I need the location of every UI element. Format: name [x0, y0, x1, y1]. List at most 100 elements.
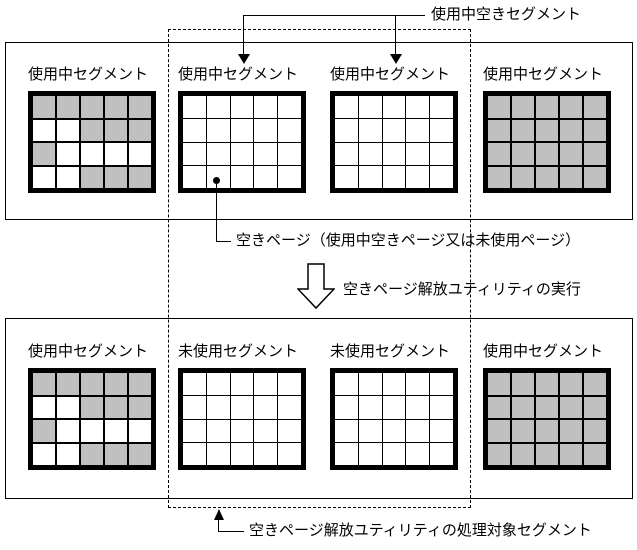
used-page-cell: [129, 96, 151, 118]
free-page-cell: [335, 442, 358, 465]
free-page-cell: [335, 373, 358, 396]
used-page-cell: [512, 396, 534, 418]
used-page-cell: [584, 96, 606, 118]
free-page-cell: [33, 443, 55, 465]
free-page-cell: [57, 166, 79, 188]
bottom-callout-line-v: [218, 518, 219, 532]
free-page-cell: [254, 119, 278, 142]
used-page-cell: [584, 396, 606, 418]
used-page-cell: [584, 143, 606, 165]
used-page-cell: [57, 96, 79, 118]
segment-label: 使用中セグメント: [330, 65, 451, 83]
used-page-cell: [584, 443, 606, 465]
used-page-cell: [81, 166, 103, 188]
free-page-cell: [382, 96, 406, 119]
used-page-cell: [536, 96, 558, 118]
process-arrow-label: 空きページ解放ユティリティの実行: [343, 280, 581, 298]
free-page-cell: [206, 373, 230, 396]
free-page-cell: [278, 119, 301, 142]
used-page-cell: [81, 119, 103, 141]
used-page-cell: [81, 96, 103, 118]
free-page-cell: [183, 119, 206, 142]
free-page-cell: [406, 419, 430, 442]
used-page-cell: [33, 420, 55, 442]
segment-grid: [483, 368, 611, 470]
used-page-cell: [560, 396, 582, 418]
free-page-cell: [57, 119, 79, 141]
used-page-cell: [105, 96, 127, 118]
used-page-cell: [488, 143, 510, 165]
free-page-cell: [230, 142, 254, 165]
used-page-cell: [105, 373, 127, 395]
used-page-cell: [488, 119, 510, 141]
free-page-cell: [382, 142, 406, 165]
free-page-cell: [183, 165, 206, 188]
free-page-cell: [254, 419, 278, 442]
free-page-cell: [81, 420, 103, 442]
segment-grid: [28, 368, 156, 470]
free-page-cell: [183, 442, 206, 465]
free-page-cell: [278, 96, 301, 119]
down-arrow-icon: [238, 54, 250, 64]
memory-box-after: [5, 318, 633, 499]
free-page-cell: [406, 373, 430, 396]
used-page-cell: [560, 96, 582, 118]
free-page-cell: [406, 96, 430, 119]
free-page-cell: [57, 396, 79, 418]
free-page-cell: [57, 420, 79, 442]
free-page-cell: [206, 396, 230, 419]
used-page-cell: [512, 119, 534, 141]
used-page-cell: [536, 396, 558, 418]
used-page-cell: [488, 443, 510, 465]
used-page-cell: [129, 443, 151, 465]
free-page-cell: [57, 143, 79, 165]
free-page-cell: [382, 419, 406, 442]
used-page-cell: [536, 420, 558, 442]
used-page-cell: [560, 143, 582, 165]
used-page-cell: [81, 396, 103, 418]
free-page-cell: [406, 165, 430, 188]
free-page-cell: [278, 442, 301, 465]
free-page-cell: [430, 142, 453, 165]
free-page-cell: [254, 165, 278, 188]
used-page-cell: [105, 396, 127, 418]
used-page-cell: [488, 166, 510, 188]
free-page-cell: [183, 419, 206, 442]
segment-label: 未使用セグメント: [178, 342, 299, 360]
used-page-cell: [560, 119, 582, 141]
used-page-cell: [129, 119, 151, 141]
segment-grid: [28, 91, 156, 193]
used-page-cell: [488, 420, 510, 442]
free-page-cell: [206, 419, 230, 442]
free-page-cell: [33, 396, 55, 418]
free-page-cell: [254, 373, 278, 396]
free-page-callout-line-v: [216, 184, 217, 241]
used-page-cell: [33, 373, 55, 395]
free-page-cell: [183, 396, 206, 419]
used-page-cell: [33, 143, 55, 165]
used-page-cell: [512, 420, 534, 442]
used-page-cell: [512, 443, 534, 465]
used-page-cell: [488, 96, 510, 118]
used-page-cell: [129, 166, 151, 188]
free-page-cell: [183, 373, 206, 396]
used-page-cell: [536, 119, 558, 141]
used-page-cell: [512, 96, 534, 118]
free-page-cell: [430, 165, 453, 188]
free-page-cell: [382, 396, 406, 419]
free-page-cell: [278, 165, 301, 188]
free-page-cell: [254, 442, 278, 465]
used-page-cell: [488, 373, 510, 395]
segment-grid: [178, 91, 306, 193]
segment-grid: [330, 368, 458, 470]
segment-label: 使用中セグメント: [28, 342, 149, 360]
free-page-cell: [206, 165, 230, 188]
free-page-cell: [358, 419, 382, 442]
used-page-cell: [105, 443, 127, 465]
down-arrow-icon: [390, 54, 402, 64]
free-page-cell: [358, 142, 382, 165]
used-page-cell: [488, 396, 510, 418]
used-page-cell: [536, 373, 558, 395]
free-page-cell: [105, 143, 127, 165]
free-page-cell: [129, 420, 151, 442]
